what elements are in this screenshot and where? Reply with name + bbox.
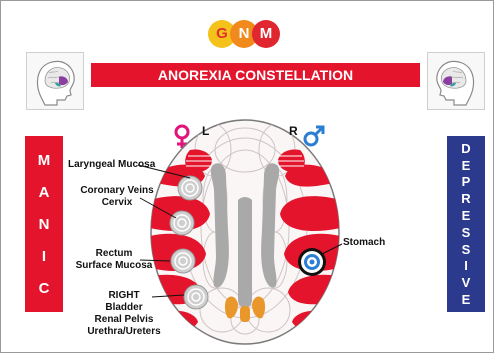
target-icon xyxy=(298,248,326,276)
male-symbol-icon xyxy=(305,127,323,145)
label-laryngeal-mucosa: Laryngeal Mucosa xyxy=(68,159,176,171)
label-coronary-veins-cervix: Coronary Veins Cervix xyxy=(72,185,162,209)
label-line: Bladder xyxy=(76,302,172,314)
label-line: Coronary Veins xyxy=(72,185,162,197)
label-line: Renal Pelvis xyxy=(76,314,172,326)
label-rectum: Rectum Surface Mucosa xyxy=(66,248,162,272)
side-label-left: L xyxy=(202,124,209,138)
side-label-right: R xyxy=(289,124,298,138)
label-line: Cervix xyxy=(72,197,162,209)
label-stomach: Stomach xyxy=(343,237,403,249)
label-line: Surface Mucosa xyxy=(66,260,162,272)
label-line: RIGHT xyxy=(76,290,172,302)
label-right-bladder: RIGHT Bladder Renal Pelvis Urethra/Urete… xyxy=(76,290,172,338)
label-line: Urethra/Ureters xyxy=(76,326,172,338)
label-line: Rectum xyxy=(66,248,162,260)
